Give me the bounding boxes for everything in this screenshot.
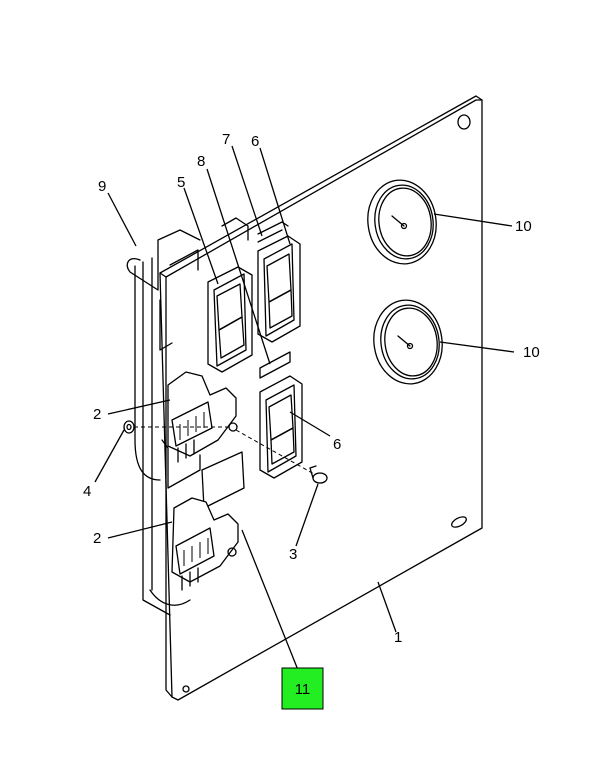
callout-6-lower: 6 [333, 436, 341, 453]
callout-5: 5 [177, 174, 185, 191]
gauge-lower [373, 299, 443, 385]
callout-9: 9 [98, 178, 106, 195]
highlight-box [281, 667, 324, 710]
connector-2-lower [171, 451, 245, 591]
callout-7: 7 [222, 131, 230, 148]
callout-8: 8 [197, 153, 205, 170]
callout-2-upper: 2 [93, 406, 101, 423]
leader-lines [94, 145, 515, 671]
callout-6-upper: 6 [251, 133, 259, 150]
screw-3 [309, 465, 328, 484]
label-plate-8 [259, 351, 291, 379]
callout-10-lower: 10 [523, 344, 540, 361]
highlight-callout-11[interactable]: 11 [281, 667, 324, 710]
callout-2-lower: 2 [93, 530, 101, 547]
callout-4: 4 [83, 483, 91, 500]
callout-10-upper: 10 [515, 218, 532, 235]
callout-11: 11 [295, 681, 311, 698]
callout-3: 3 [289, 546, 297, 563]
alignment-line-lower [235, 429, 315, 475]
harness-bracket [126, 229, 201, 616]
connector-2-upper [161, 371, 238, 489]
washer-4 [123, 420, 135, 434]
rocker-switch-6-upper [257, 221, 301, 343]
rocker-switch-6-lower [259, 375, 303, 479]
callout-1: 1 [394, 629, 402, 646]
gauge-upper [367, 179, 437, 265]
